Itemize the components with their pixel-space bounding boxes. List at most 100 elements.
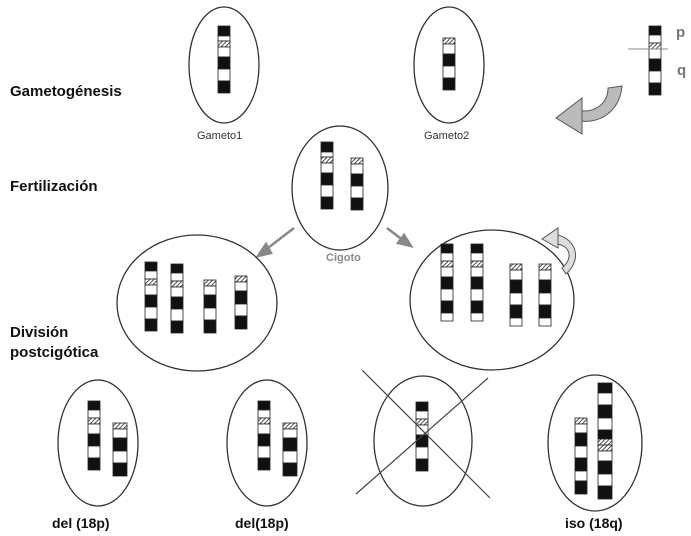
centromere-band	[471, 261, 483, 267]
centromere-band	[283, 423, 297, 429]
chromosome-band	[510, 293, 522, 305]
centromere-band	[649, 43, 661, 49]
chromosome-band	[539, 280, 551, 293]
gamete1-chromosome	[218, 26, 230, 93]
chromosome-band	[321, 142, 333, 152]
label-outcome2: del(18p)	[235, 515, 289, 531]
chromosome-band	[539, 305, 551, 318]
chromosome-band	[416, 435, 428, 447]
chromosome-band	[471, 253, 483, 261]
chromosome-band	[113, 438, 127, 451]
rotation-arrow-large	[556, 86, 622, 134]
reference-chromosome	[649, 26, 661, 95]
chromosome-band	[351, 198, 363, 210]
chromosome-band	[235, 291, 247, 304]
chromosome-band	[649, 35, 661, 43]
chromosome-band	[441, 301, 453, 313]
arrow-right	[387, 228, 411, 246]
label-division-1: División	[10, 324, 68, 341]
chromosome-band	[171, 287, 183, 297]
chromosome-band	[649, 26, 661, 35]
chromosome-band	[171, 264, 183, 273]
chromosome-band	[351, 174, 363, 186]
centromere-band	[204, 280, 216, 286]
chromosome-band	[283, 438, 297, 451]
chromosome-band	[471, 267, 483, 277]
centromere-band	[171, 281, 183, 287]
chromosome-band	[204, 295, 216, 308]
chromosome-band	[321, 152, 333, 157]
outcome-cell-4	[548, 375, 642, 511]
chromosome-band	[321, 185, 333, 197]
chromosome-band	[88, 458, 100, 470]
label-arm-q: q	[677, 62, 686, 79]
chromosome-band	[441, 244, 453, 253]
centromere-band	[598, 439, 612, 445]
chromosome-band	[171, 309, 183, 321]
chromosome-band	[145, 295, 157, 307]
chromosome-band	[441, 277, 453, 289]
chromosome-band	[258, 424, 270, 434]
chromosome-band	[258, 410, 270, 418]
centromere-band	[113, 423, 127, 429]
chromosome-band	[649, 49, 661, 59]
chromosome	[598, 383, 612, 499]
chromosome-band	[283, 463, 297, 476]
chromosome	[321, 142, 333, 209]
chromosome-band	[321, 163, 333, 173]
zygote-chromosomes	[321, 142, 363, 210]
chromosome	[441, 244, 453, 321]
chromosome-band	[598, 393, 612, 405]
centromere-band	[235, 276, 247, 282]
chromosome-band	[510, 305, 522, 318]
label-arm-p: p	[676, 24, 685, 41]
chromosome-band	[416, 459, 428, 471]
chromosome-band	[575, 471, 587, 481]
chromosome-band	[218, 36, 230, 41]
chromosome-band	[539, 318, 551, 326]
chromosome-band	[88, 446, 100, 458]
chromosome-band	[204, 286, 216, 295]
chromosome-band	[510, 280, 522, 293]
arrow-left	[258, 228, 294, 256]
chromosome	[575, 418, 587, 494]
label-fertilization: Fertilización	[10, 178, 98, 195]
centromere-band	[575, 418, 587, 424]
chromosome	[649, 26, 661, 95]
chromosome-band	[145, 307, 157, 319]
centromere-band	[145, 279, 157, 285]
chromosome-band	[471, 277, 483, 289]
chromosome-band	[416, 402, 428, 411]
chromosome-band	[471, 313, 483, 321]
chromosome-band	[145, 262, 157, 271]
label-gametogenesis: Gametogénesis	[10, 83, 122, 100]
chromosome-band	[416, 447, 428, 459]
label-gamete2: Gameto2	[424, 130, 469, 142]
chromosome-band	[235, 304, 247, 316]
chromosome-band	[283, 451, 297, 463]
outcome1-chromosomes	[88, 401, 127, 476]
chromosome-band	[258, 458, 270, 470]
chromosome-band	[649, 71, 661, 83]
label-zygote: Cigoto	[326, 252, 361, 264]
centromere-band	[539, 264, 551, 270]
chromosome	[443, 38, 455, 90]
chromosome-band	[145, 271, 157, 279]
chromosome-band	[113, 429, 127, 438]
division-left-chromosomes	[145, 262, 247, 333]
label-gamete1: Gameto1	[197, 130, 242, 142]
centromere-band	[218, 41, 230, 47]
division-right-chromosomes	[441, 244, 551, 326]
chromosome-band	[416, 411, 428, 419]
chromosome	[539, 264, 551, 326]
chromosome-band	[598, 430, 612, 439]
chromosome-band	[218, 26, 230, 36]
chromosome-band	[88, 410, 100, 418]
chromosome-band	[113, 451, 127, 463]
chromosome-band	[351, 164, 363, 174]
centromere-band	[598, 445, 612, 451]
centromere-band	[416, 419, 428, 425]
chromosome	[204, 280, 216, 333]
centromere-band	[321, 157, 333, 163]
chromosome	[171, 264, 183, 333]
